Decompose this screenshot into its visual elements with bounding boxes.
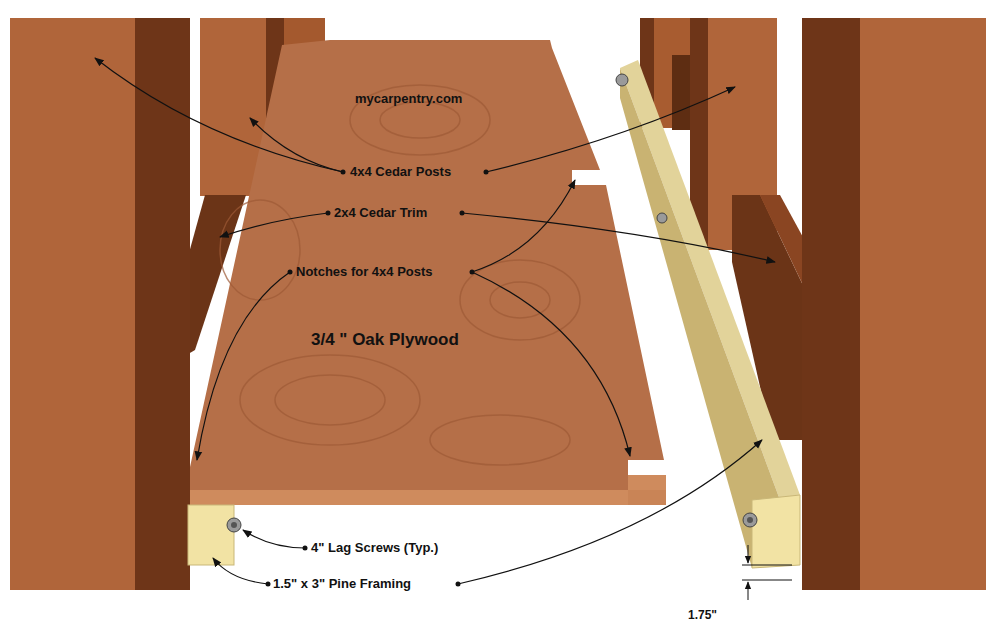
watermark: mycarpentry.com [355, 92, 462, 106]
pine-framing-left [188, 505, 241, 565]
part-name: 2x4 Cedar Trim [334, 206, 427, 220]
leader-lines [95, 58, 775, 584]
part-name: 4" Lag Screws (Typ.) [311, 541, 438, 555]
part-name: 4x4 Cedar Posts [350, 165, 451, 179]
part-name: 1.5" x 3" Pine Framing [273, 577, 411, 591]
part-name: 3/4 " Oak Plywood [311, 331, 459, 350]
part-name: Notches for 4x4 Posts [296, 265, 433, 279]
dimension-lines [742, 545, 792, 600]
pine-framing-right [616, 60, 800, 568]
leader-dots [266, 170, 489, 587]
oak-plywood [185, 40, 666, 505]
front-right-post [802, 18, 986, 590]
dimension: 1.75" [688, 609, 717, 622]
